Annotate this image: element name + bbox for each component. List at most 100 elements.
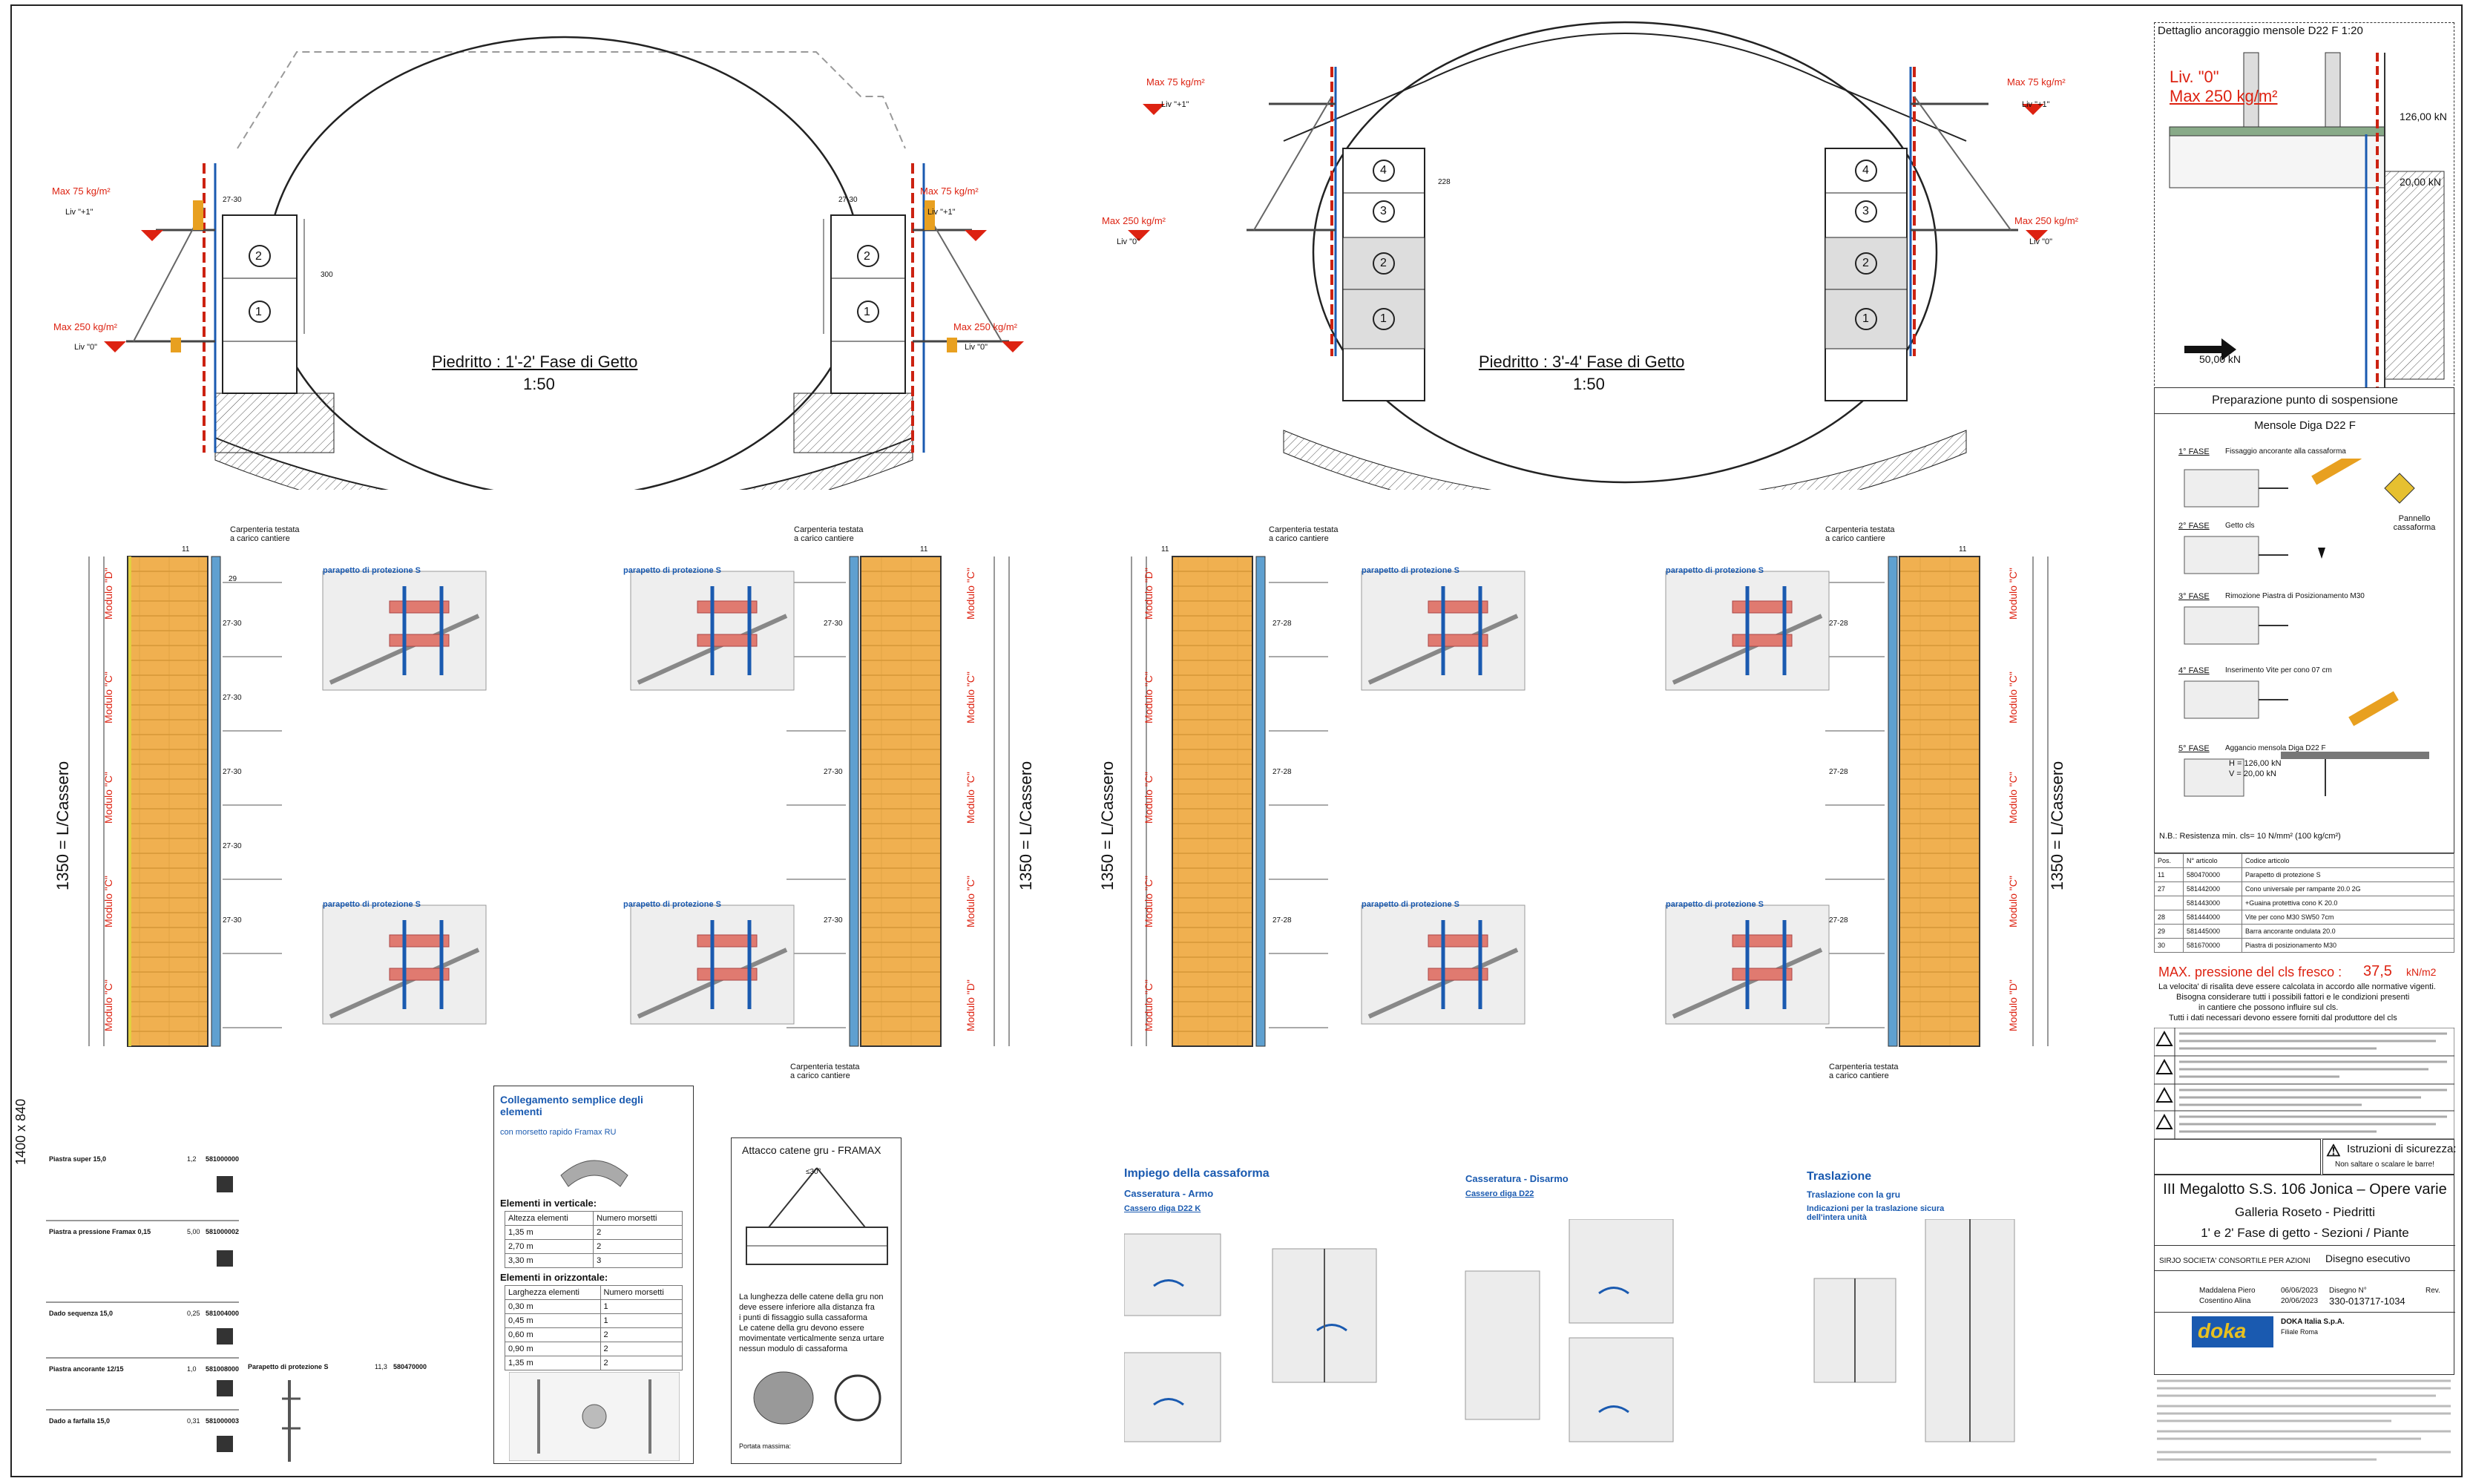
pressure-line: in cantiere che possono influire sul cls… xyxy=(2198,1003,2339,1012)
pressure-label-r4: Max 250 kg/m² xyxy=(2014,215,2078,226)
doka-logo: doka xyxy=(2192,1316,2273,1347)
module-label: Modulo "C" xyxy=(965,568,976,620)
drawing-frame xyxy=(10,4,2463,1477)
phase-2-right: 2 xyxy=(864,250,870,263)
pannello-label: Pannello cassaforma xyxy=(2393,514,2436,532)
item-code: 581000003 xyxy=(206,1417,240,1425)
table-row: 581443000+Guaina protettiva cono K 20.0 xyxy=(2154,896,2454,910)
company-name: DOKA Italia S.p.A. xyxy=(2281,1318,2345,1326)
items-list: Piastra super 15,0 581000000 1,2 Piastra… xyxy=(46,1154,239,1465)
item-name: Piastra super 15,0 xyxy=(49,1155,107,1163)
phase-3-r: 3 xyxy=(1862,205,1869,217)
step-phase: 1° FASE xyxy=(2178,447,2210,456)
item-name: Dado sequenza 15,0 xyxy=(49,1310,114,1317)
attacco-title: Attacco catene gru - FRAMAX xyxy=(742,1144,881,1156)
table-header: Codice articolo xyxy=(2242,853,2454,868)
item-sketches xyxy=(46,1176,239,1452)
module-label: Modulo "C" xyxy=(1143,876,1155,928)
detail-force-h: 126,00 kN xyxy=(2400,111,2447,122)
suspension-subtitle: Mensole Diga D22 F xyxy=(2254,419,2356,432)
module-label: Modulo "C" xyxy=(965,772,976,824)
traslazione-title: Traslazione xyxy=(1807,1170,1872,1183)
safety-title: Istruzioni di sicurezza: xyxy=(2347,1143,2457,1155)
liv-label-r1: Liv "+1" xyxy=(1161,100,1189,109)
item-code: 581004000 xyxy=(206,1310,240,1317)
traslazione-note: Indicazioni per la traslazione sicura de… xyxy=(1807,1204,1945,1222)
tie-tag: 27-30 xyxy=(223,620,242,628)
h-force-label: H = 126,00 kN xyxy=(2229,759,2282,768)
safety-box: ⚠ Istruzioni di sicurezza: Non saltare o… xyxy=(2322,1139,2457,1175)
suspension-panel: Preparazione punto di sospensione Mensol… xyxy=(2154,387,2455,853)
carp-label-3: Carpenteria testata a carico cantiere xyxy=(1269,525,1339,543)
carp-label-2: Carpenteria testata a carico cantiere xyxy=(794,525,864,543)
impiego-instructions: Impiego della cassaforma Casseratura - A… xyxy=(1124,1167,2178,1464)
phase-1-left: 1 xyxy=(255,306,262,318)
item-qty: 11,3 xyxy=(375,1363,387,1370)
disarmo-sub: Cassero diga D22 xyxy=(1465,1189,1534,1198)
title-block: III Megalotto S.S. 106 Jonica – Opere va… xyxy=(2154,1175,2455,1375)
pressure-label-l1: Max 75 kg/m² xyxy=(52,186,111,197)
detail-title: Dettaglio ancoraggio mensole D22 F 1:20 xyxy=(2158,24,2363,37)
checked-by: Cosentino Alina xyxy=(2199,1297,2251,1305)
item-code: 581000000 xyxy=(206,1155,240,1163)
attacco-card: Attacco catene gru - FRAMAX ≤30° La lung… xyxy=(731,1137,901,1464)
carp-label-1: Carpenteria testata a carico cantiere xyxy=(230,525,300,543)
module-label: Modulo "D" xyxy=(1143,568,1155,620)
pressure-line: Tutti i dati necessari devono essere for… xyxy=(2169,1014,2397,1022)
tie-tag: 27-28 xyxy=(1829,768,1848,776)
suspension-steps-drawing xyxy=(2184,459,2429,797)
warnings-block xyxy=(2154,1028,2454,1139)
company-address: Filiale Roma xyxy=(2281,1328,2319,1336)
parapet-label: parapetto di protezione S xyxy=(323,566,421,575)
tie-tag: 27-28 xyxy=(1272,768,1292,776)
gallery-title: Galleria Roseto - Piedritti xyxy=(2235,1205,2375,1219)
tie-tag: 27-30 xyxy=(824,916,843,925)
date-2: 20/06/2023 xyxy=(2281,1297,2319,1305)
tag-2730-a: 27-30 xyxy=(223,196,242,204)
length-label-3: 1350 = L/Cassero xyxy=(1098,761,1117,890)
detail-force-bottom: 50,00 kN xyxy=(2199,353,2242,365)
step-text: Getto cls xyxy=(2225,522,2255,530)
phase-2-l: 2 xyxy=(1380,257,1387,269)
parapet-label: parapetto di protezione S xyxy=(1362,566,1460,575)
module-label: Modulo "C" xyxy=(1143,772,1155,824)
rev-label: Rev. xyxy=(2426,1287,2440,1295)
liv-label-l3: Liv "+1" xyxy=(927,208,956,217)
carp-label-6: Carpenteria testata a carico cantiere xyxy=(1829,1063,1899,1080)
item-qty: 1,2 xyxy=(187,1155,197,1163)
module-label: Modulo "C" xyxy=(2007,672,2019,723)
brand-text: doka xyxy=(2198,1319,2247,1342)
phase-2-left: 2 xyxy=(255,250,262,263)
drawing-no: 330-013717-1034 xyxy=(2329,1296,2405,1307)
step-text: Rimozione Piastra di Posizionamento M30 xyxy=(2225,592,2365,600)
tie-tag: 11 xyxy=(920,545,928,554)
tie-tag: 27-28 xyxy=(1272,916,1292,925)
nb-label: N.B.: Resistenza min. cls= 10 N/mm² (100… xyxy=(2159,832,2341,841)
parapet-sketches xyxy=(322,571,1830,1025)
height-228-label: 228 xyxy=(1438,178,1451,186)
liv-label-r3: Liv "+1" xyxy=(2022,100,2050,109)
item-name: Parapetto di protezione S xyxy=(248,1363,329,1370)
tag-2730-b: 27-30 xyxy=(838,196,858,204)
tie-tag: 27-30 xyxy=(223,694,242,702)
phase-4-l: 4 xyxy=(1380,164,1387,177)
clamp-sketch xyxy=(560,1160,628,1187)
item-code: 580470000 xyxy=(393,1363,427,1370)
step-text: Fissaggio ancorante alla cassaforma xyxy=(2225,447,2346,456)
elevations-drawing xyxy=(88,556,2049,1047)
item-name: Piastra a pressione Framax 0,15 xyxy=(49,1228,151,1235)
module-label: Modulo "C" xyxy=(102,672,114,723)
tie-tag: 11 xyxy=(182,545,190,554)
module-label: Modulo "C" xyxy=(965,672,976,723)
